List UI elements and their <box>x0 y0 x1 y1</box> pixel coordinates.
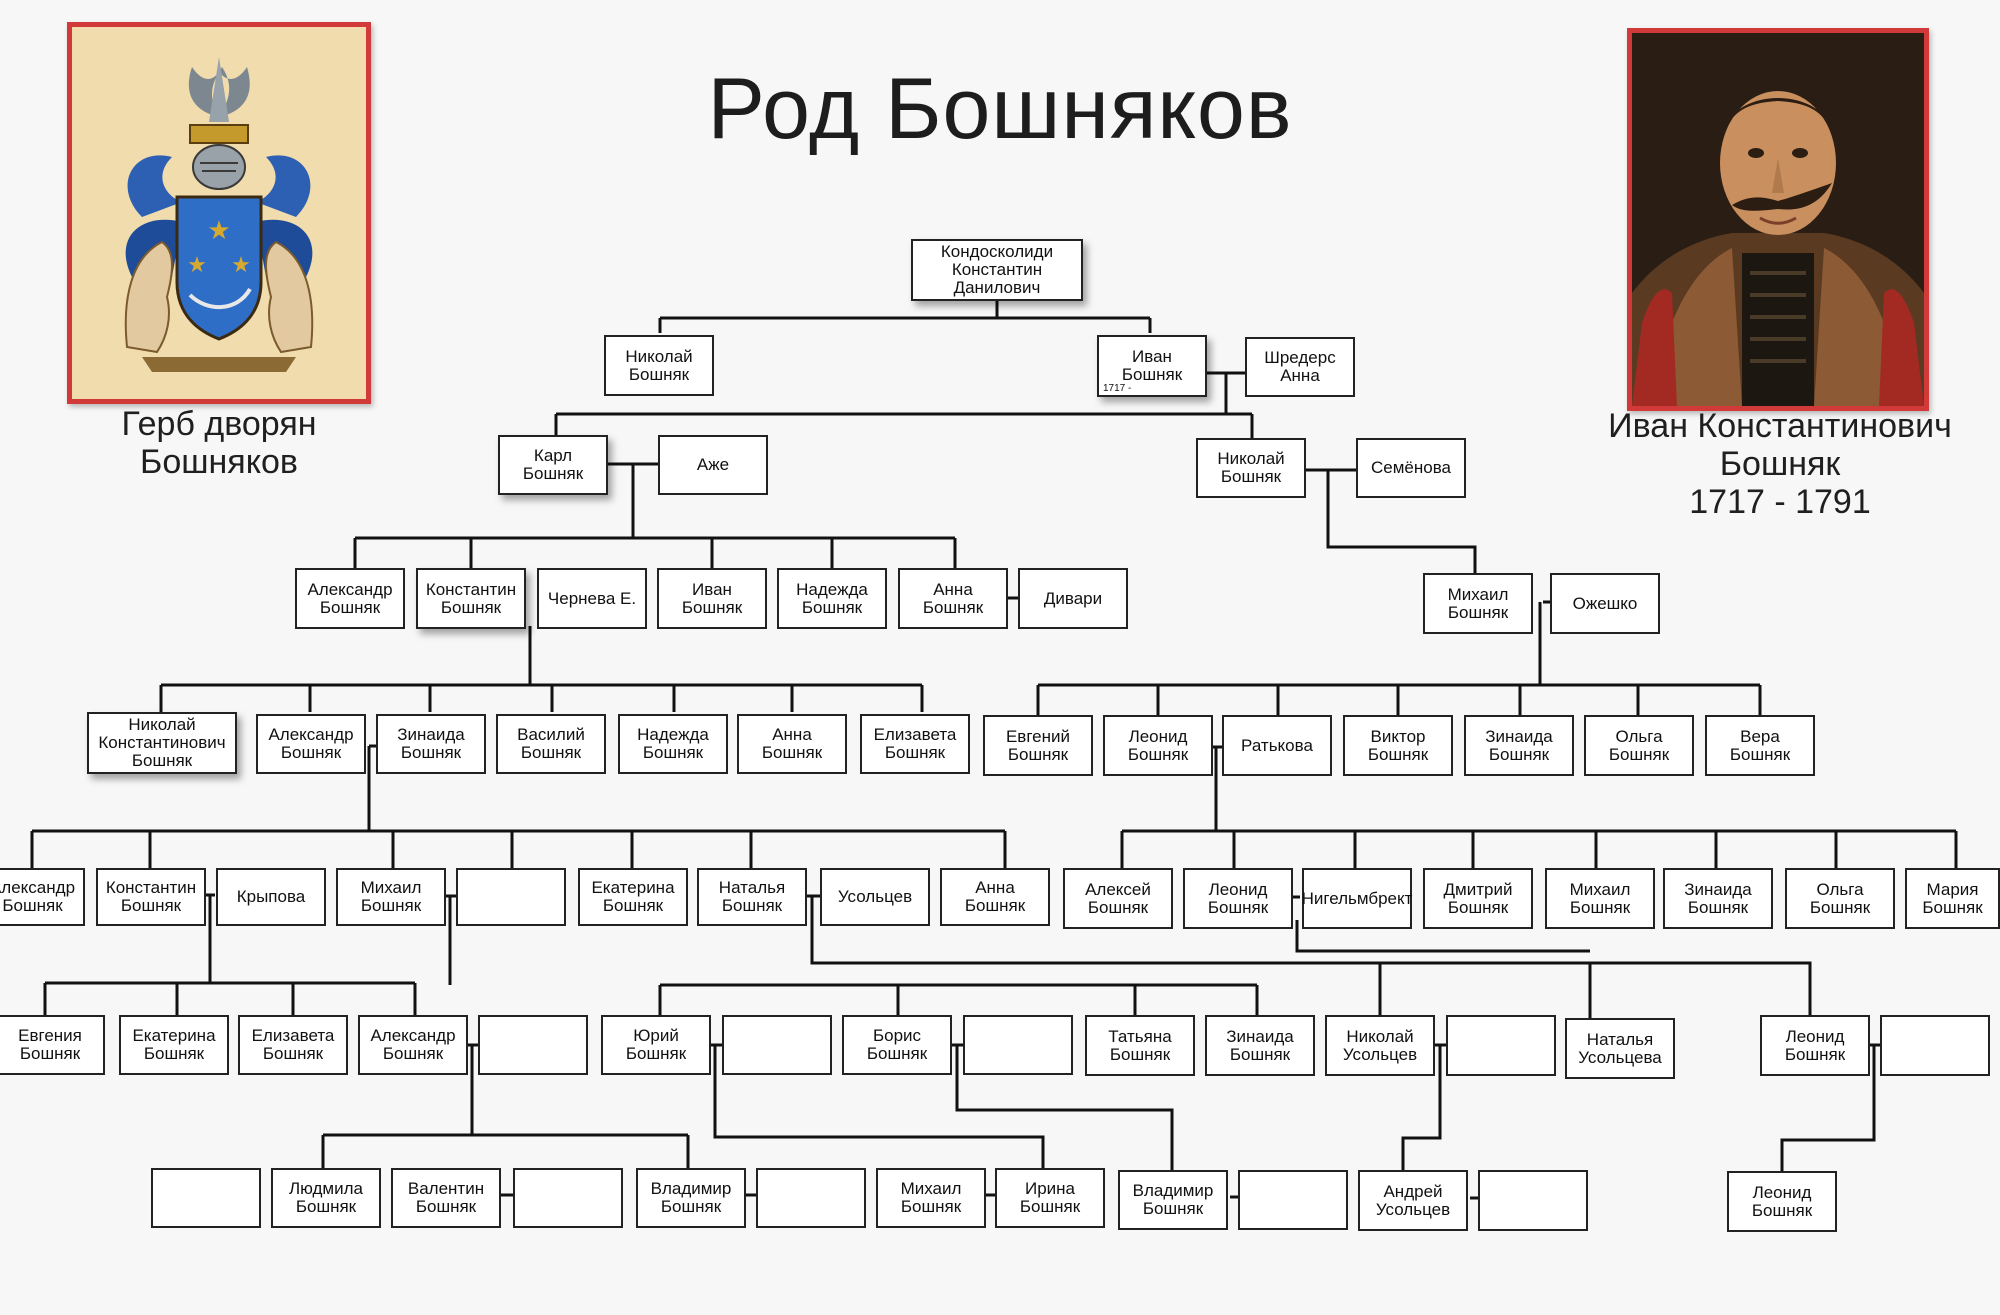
coat-of-arms-caption: Герб дворян Бошняков <box>121 405 317 482</box>
person-cherneva: Чернева Е. <box>537 568 647 629</box>
person-blank-5a <box>478 1015 588 1075</box>
person-divari: Дивари <box>1018 568 1128 629</box>
person-ivan-1: Иван Бошняк 1717 - <box>1097 335 1207 397</box>
person-nikolay-1: Николай Бошняк <box>604 335 714 396</box>
person-semenova: Семёнова <box>1356 438 1466 498</box>
person-karl: Карл Бошняк <box>498 435 608 495</box>
person-nigelmbrekt: Нигельмбрект <box>1302 868 1412 929</box>
person-valentin-6: Валентин Бошняк <box>391 1168 501 1228</box>
person-natalya-4: Наталья Бошняк <box>697 868 807 926</box>
person-leonid-3: Леонид Бошняк <box>1103 715 1213 776</box>
page-title: Род Бошняков <box>707 61 1293 157</box>
person-azhe: Аже <box>658 435 768 495</box>
person-viktor-3: Виктор Бошняк <box>1343 715 1453 776</box>
person-zinaida-3b: Зинаида Бошняк <box>1464 715 1574 776</box>
person-ekaterina-4: Екатерина Бошняк <box>578 868 688 926</box>
portrait-icon <box>1632 33 1924 406</box>
person-natalya-5: Наталья Усольцева <box>1565 1018 1675 1079</box>
person-ivan-1-name: Иван Бошняк <box>1121 347 1183 384</box>
person-ratkova: Ратькова <box>1222 715 1332 776</box>
person-anna-3: Анна Бошняк <box>737 714 847 774</box>
person-konstantin-2: Константин Бошняк <box>416 568 526 629</box>
person-blank-6c <box>756 1168 866 1228</box>
person-leonid-5: Леонид Бошняк <box>1760 1015 1870 1076</box>
person-shreders: Шредерс Анна <box>1245 337 1355 397</box>
person-leonid-4: Леонид Бошняк <box>1183 868 1293 929</box>
person-blank-5d <box>1446 1015 1556 1076</box>
person-lyudmila-6: Людмила Бошняк <box>271 1168 381 1228</box>
person-ivan-2: Иван Бошняк <box>657 568 767 629</box>
portrait-caption: Иван Константинович Бошняк 1717 - 1791 <box>1608 407 1952 522</box>
person-tatyana-5: Татьяна Бошняк <box>1085 1015 1195 1076</box>
person-mikhail-6: Михаил Бошняк <box>876 1168 986 1228</box>
person-zinaida-3: Зинаида Бошняк <box>376 714 486 774</box>
person-mikhail-2: Михаил Бошняк <box>1423 573 1533 634</box>
coat-of-arms-frame: ★ ★ ★ <box>67 22 371 404</box>
person-vladimir-6: Владимир Бошняк <box>636 1168 746 1228</box>
person-vasiliy-3: Василий Бошняк <box>496 714 606 774</box>
person-blank-6a <box>151 1168 261 1228</box>
person-olga-4: Ольга Бошняк <box>1785 868 1895 929</box>
person-elizaveta-3: Елизавета Бошняк <box>860 714 970 774</box>
person-blank-5b <box>722 1015 832 1075</box>
person-nadezhda-3: Надежда Бошняк <box>618 714 728 774</box>
person-blank-6e <box>1478 1170 1588 1231</box>
person-andrey-6: Андрей Усольцев <box>1358 1170 1468 1231</box>
person-aleksandr-4: Александр Бошняк <box>0 868 85 926</box>
person-usoltsev: Усольцев <box>820 868 930 926</box>
person-zinaida-5: Зинаида Бошняк <box>1205 1015 1315 1076</box>
person-anna-2: Анна Бошняк <box>898 568 1008 629</box>
person-irina-6: Ирина Бошняк <box>995 1168 1105 1228</box>
person-nikolay-3: Николай Константинович Бошняк <box>87 712 237 774</box>
person-blank-6b <box>513 1168 623 1228</box>
portrait-frame <box>1627 28 1929 411</box>
svg-text:★: ★ <box>187 253 207 278</box>
person-leonid-6: Леонид Бошняк <box>1727 1171 1837 1232</box>
person-mariya-4: Мария Бошняк <box>1905 868 2000 929</box>
coat-of-arms-icon: ★ ★ ★ <box>72 27 366 399</box>
person-ivan-1-dates: 1717 - <box>1103 382 1132 394</box>
person-dmitriy-4: Дмитрий Бошняк <box>1423 868 1533 929</box>
person-nikolay-5: Николай Усольцев <box>1325 1015 1435 1076</box>
person-blank-4a <box>456 868 566 926</box>
person-boris-5: Борис Бошняк <box>842 1015 952 1075</box>
person-zinaida-4: Зинаида Бошняк <box>1663 868 1773 929</box>
person-konstantin-4: Константин Бошняк <box>96 868 206 926</box>
person-kondoskolidi: Кондосколиди Константин Данилович <box>911 239 1083 301</box>
person-anna-4: Анна Бошняк <box>940 868 1050 926</box>
person-evgeniy-3: Евгений Бошняк <box>983 715 1093 776</box>
person-vera-3: Вера Бошняк <box>1705 715 1815 776</box>
person-aleksey-4: Алексей Бошняк <box>1063 868 1173 929</box>
person-yuriy-5: Юрий Бошняк <box>601 1015 711 1075</box>
person-aleksandr-5: Александр Бошняк <box>358 1015 468 1075</box>
person-olga-3: Ольга Бошняк <box>1584 715 1694 776</box>
person-blank-5e <box>1880 1015 1990 1076</box>
person-elizaveta-5: Елизавета Бошняк <box>238 1015 348 1075</box>
person-ozheshko: Ожешко <box>1550 573 1660 634</box>
person-aleksandr-3: Александр Бошняк <box>256 714 366 774</box>
person-aleksandr-2: Александр Бошняк <box>295 568 405 629</box>
person-ekaterina-5: Екатерина Бошняк <box>119 1015 229 1075</box>
person-krypova: Крыпова <box>216 868 326 926</box>
person-nikolay-2: Николай Бошняк <box>1196 438 1306 498</box>
svg-text:★: ★ <box>207 216 230 246</box>
person-nadezhda-2: Надежда Бошняк <box>777 568 887 629</box>
person-blank-5c <box>963 1015 1073 1075</box>
person-blank-6d <box>1238 1170 1348 1230</box>
person-mikhail-4b: Михаил Бошняк <box>1545 868 1655 929</box>
person-mikhail-4: Михаил Бошняк <box>336 868 446 926</box>
person-evgeniya-5: Евгения Бошняк <box>0 1015 105 1075</box>
svg-text:★: ★ <box>231 253 251 278</box>
person-vladimir-6b: Владимир Бошняк <box>1118 1170 1228 1230</box>
